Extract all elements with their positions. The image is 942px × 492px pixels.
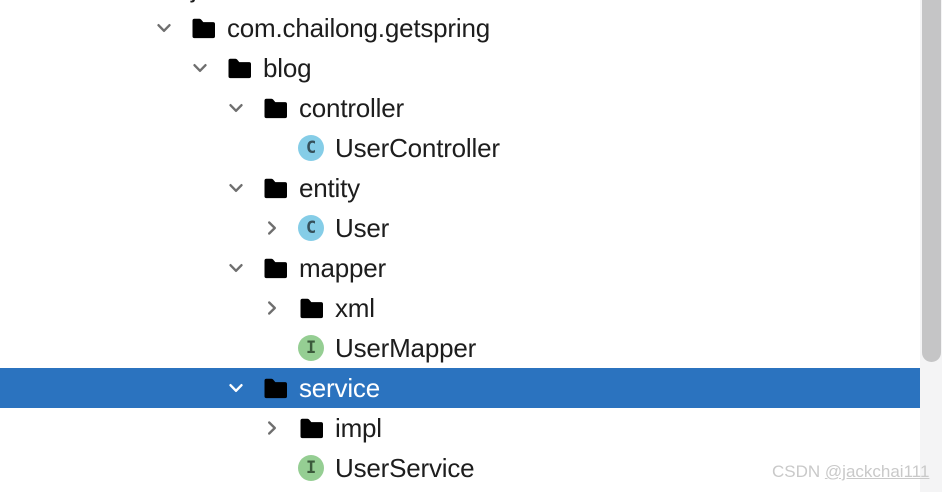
folder-icon [262, 255, 288, 281]
folder-icon [226, 55, 252, 81]
class-icon: C [298, 215, 324, 241]
tree-row-label: blog [263, 53, 312, 83]
tree-row-label: User [335, 213, 390, 243]
tree-row-label: impl [335, 413, 382, 443]
chevron-down-icon[interactable] [225, 377, 262, 399]
tree-row-label: service [299, 373, 380, 403]
chevron-right-icon[interactable] [261, 217, 298, 239]
tree-row-com-chailong-getspring[interactable]: com.chailong.getspring [0, 8, 920, 48]
folder-icon [298, 295, 324, 321]
vertical-scrollbar-thumb[interactable] [922, 0, 941, 362]
tree-row-service[interactable]: service [0, 368, 920, 408]
chevron-right-icon[interactable] [261, 297, 298, 319]
class-icon: C [298, 135, 324, 161]
interface-icon: I [298, 455, 324, 481]
tree-row-entity[interactable]: entity [0, 168, 920, 208]
chevron-spacer [261, 337, 298, 359]
chevron-down-icon[interactable] [189, 57, 226, 79]
tree-row-controller[interactable]: controller [0, 88, 920, 128]
tree-row-label: xml [335, 293, 375, 323]
tree-row-label: UserMapper [335, 333, 477, 363]
watermark-handle: @jackchai111 [824, 462, 930, 481]
folder-icon [190, 15, 216, 41]
tree-row-label: controller [299, 93, 404, 123]
folder-icon [262, 175, 288, 201]
tree-row-xml[interactable]: xml [0, 288, 920, 328]
chevron-down-icon[interactable] [225, 257, 262, 279]
vertical-scrollbar-track[interactable] [920, 0, 942, 492]
chevron-down-icon[interactable] [225, 177, 262, 199]
chevron-spacer [261, 137, 298, 159]
tree-row-mapper[interactable]: mapper [0, 248, 920, 288]
folder-icon [262, 95, 288, 121]
tree-row-blog[interactable]: blog [0, 48, 920, 88]
folder-icon [298, 415, 324, 441]
chevron-down-icon[interactable] [225, 97, 262, 119]
chevron-spacer [261, 457, 298, 479]
tree-row-usermapper[interactable]: I UserMapper [0, 328, 920, 368]
interface-icon: I [298, 335, 324, 361]
tree-row-label: UserService [335, 453, 475, 483]
tree-row-user[interactable]: C User [0, 208, 920, 248]
tree-row-label: com.chailong.getspring [227, 13, 490, 43]
tree-row-label: entity [299, 173, 360, 203]
folder-icon [154, 0, 180, 1]
folder-icon [262, 375, 288, 401]
tree-row-label: UserController [335, 133, 500, 163]
chevron-down-icon[interactable] [153, 17, 190, 39]
tree-row-usercontroller[interactable]: C UserController [0, 128, 920, 168]
tree-row-label: mapper [299, 253, 386, 283]
csdn-watermark: CSDN @jackchai111 [772, 462, 929, 482]
tree-row-impl[interactable]: impl [0, 408, 920, 448]
tree-row-userservice[interactable]: I UserService [0, 448, 920, 488]
chevron-right-icon[interactable] [261, 417, 298, 439]
watermark-prefix: CSDN [772, 462, 825, 481]
project-tree: java com.chailong.getspring blog control… [0, 0, 920, 488]
tree-row-java[interactable]: java [0, 0, 920, 8]
tree-row-label: java [191, 0, 238, 8]
